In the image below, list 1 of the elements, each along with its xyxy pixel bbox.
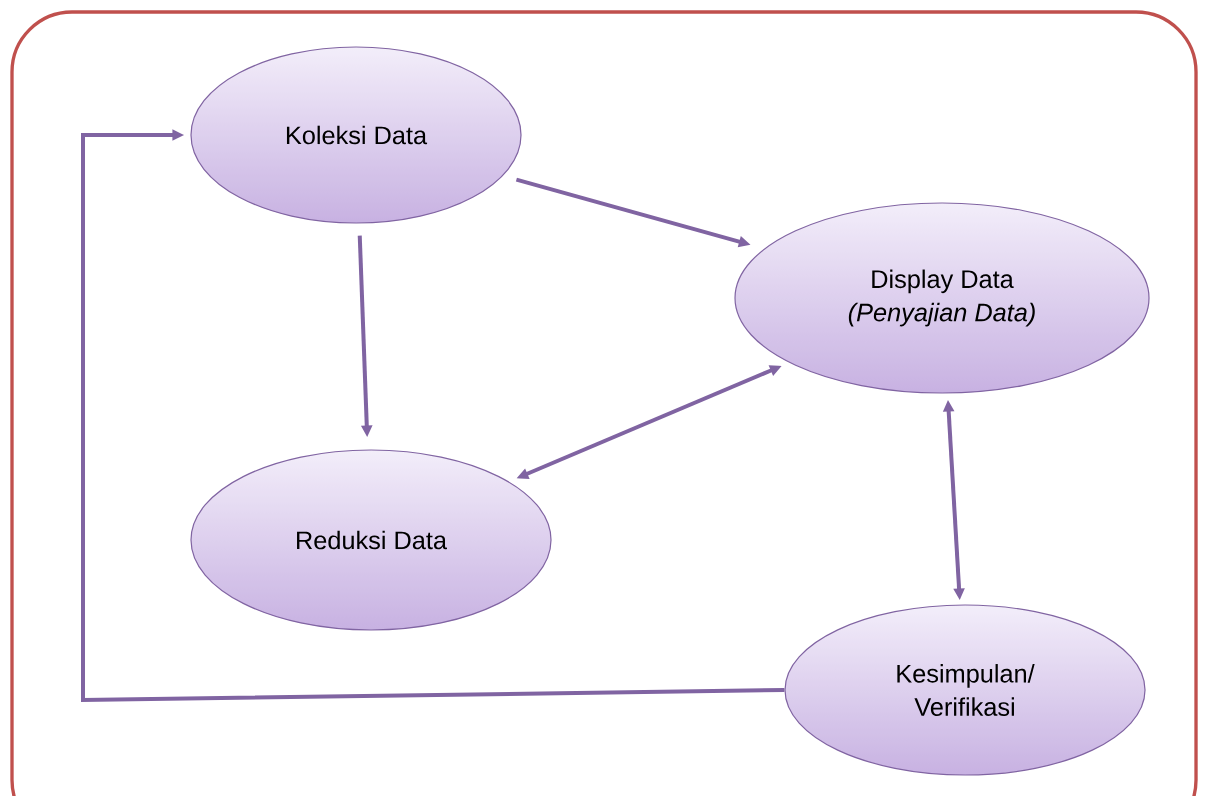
- arrow: [81, 129, 785, 703]
